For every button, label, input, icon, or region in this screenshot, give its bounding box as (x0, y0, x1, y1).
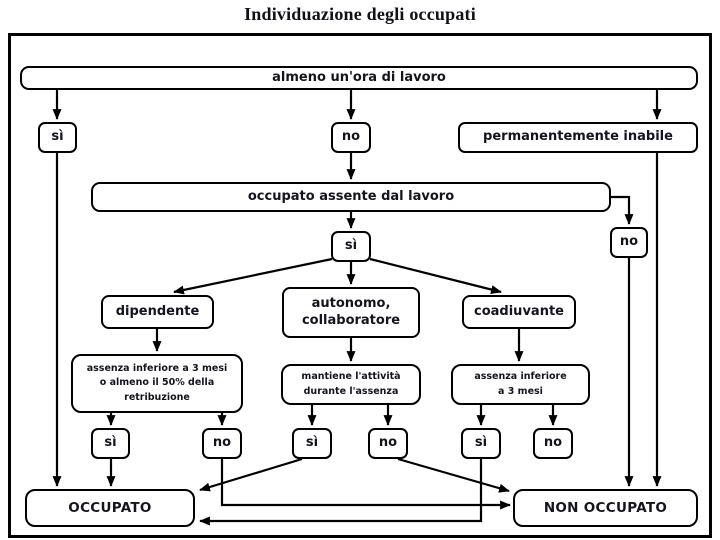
node-yes-top: sì (38, 122, 77, 153)
edge-assente-noright (611, 195, 634, 225)
node-yes-top-label: sì (51, 129, 64, 145)
node-no-right: no (610, 227, 648, 258)
node-si2: sì (292, 428, 332, 459)
node-occupato-label: OCCUPATO (68, 499, 152, 516)
page-title: Individuazione degli occupati (244, 4, 476, 24)
node-dipendente: dipendente (101, 295, 214, 329)
node-si1: sì (91, 428, 130, 459)
edge-si-dipendente (173, 257, 333, 295)
node-no3: no (533, 428, 573, 459)
edge-no2-nonoccupato (397, 457, 510, 493)
node-yes-mid-label: sì (344, 238, 358, 254)
node-cond-autonomo: mantiene l'attività durante l'assenza (281, 364, 421, 405)
edge-si-coadiuvante (369, 257, 502, 294)
node-si1-label: sì (104, 435, 117, 451)
node-si2-label: sì (305, 435, 319, 451)
node-non-occupato-label: NON OCCUPATO (543, 499, 668, 516)
node-cond-autonomo-label: mantiene l'attività durante l'assenza (301, 371, 401, 397)
edge-si2-occupato (199, 457, 303, 492)
node-cond-dipendente: assenza inferiore a 3 mesi o almeno il 5… (71, 354, 243, 413)
node-cond-dipendente-label: assenza inferiore a 3 mesi o almeno il 5… (86, 363, 228, 403)
node-inabile: permanentemente inabile (458, 122, 698, 153)
node-start: almeno un'ora di lavoro (20, 66, 698, 90)
node-cond-coadiuvante: assenza inferiore a 3 mesi (451, 364, 590, 405)
node-yes-mid: sì (331, 231, 371, 262)
node-cond-coadiuvante-label: assenza inferiore a 3 mesi (474, 371, 567, 397)
node-no1: no (202, 428, 242, 459)
node-occupato: OCCUPATO (25, 489, 195, 527)
node-dipendente-label: dipendente (115, 303, 200, 319)
node-non-occupato: NON OCCUPATO (513, 489, 698, 527)
node-no2: no (368, 428, 408, 459)
node-no1-label: no (212, 435, 232, 451)
node-si3: sì (461, 428, 501, 459)
node-si3-label: sì (474, 435, 488, 451)
node-assente: occupato assente dal lavoro (91, 182, 611, 212)
node-no-top: no (331, 122, 371, 153)
node-no-top-label: no (341, 129, 361, 145)
node-inabile-label: permanentemente inabile (483, 129, 673, 145)
node-no3-label: no (543, 435, 563, 451)
node-no2-label: no (378, 435, 398, 451)
node-coadiuvante: coadiuvante (462, 295, 576, 329)
node-no-right-label: no (619, 234, 639, 250)
node-assente-label: occupato assente dal lavoro (247, 188, 455, 204)
edge-no1-nonoccupato (220, 459, 511, 510)
node-coadiuvante-label: coadiuvante (474, 303, 564, 319)
node-autonomo: autonomo, collaboratore (282, 287, 420, 338)
node-autonomo-label: autonomo, collaboratore (301, 296, 401, 328)
node-start-label: almeno un'ora di lavoro (272, 69, 446, 85)
edge-si3-occupato (199, 459, 483, 526)
